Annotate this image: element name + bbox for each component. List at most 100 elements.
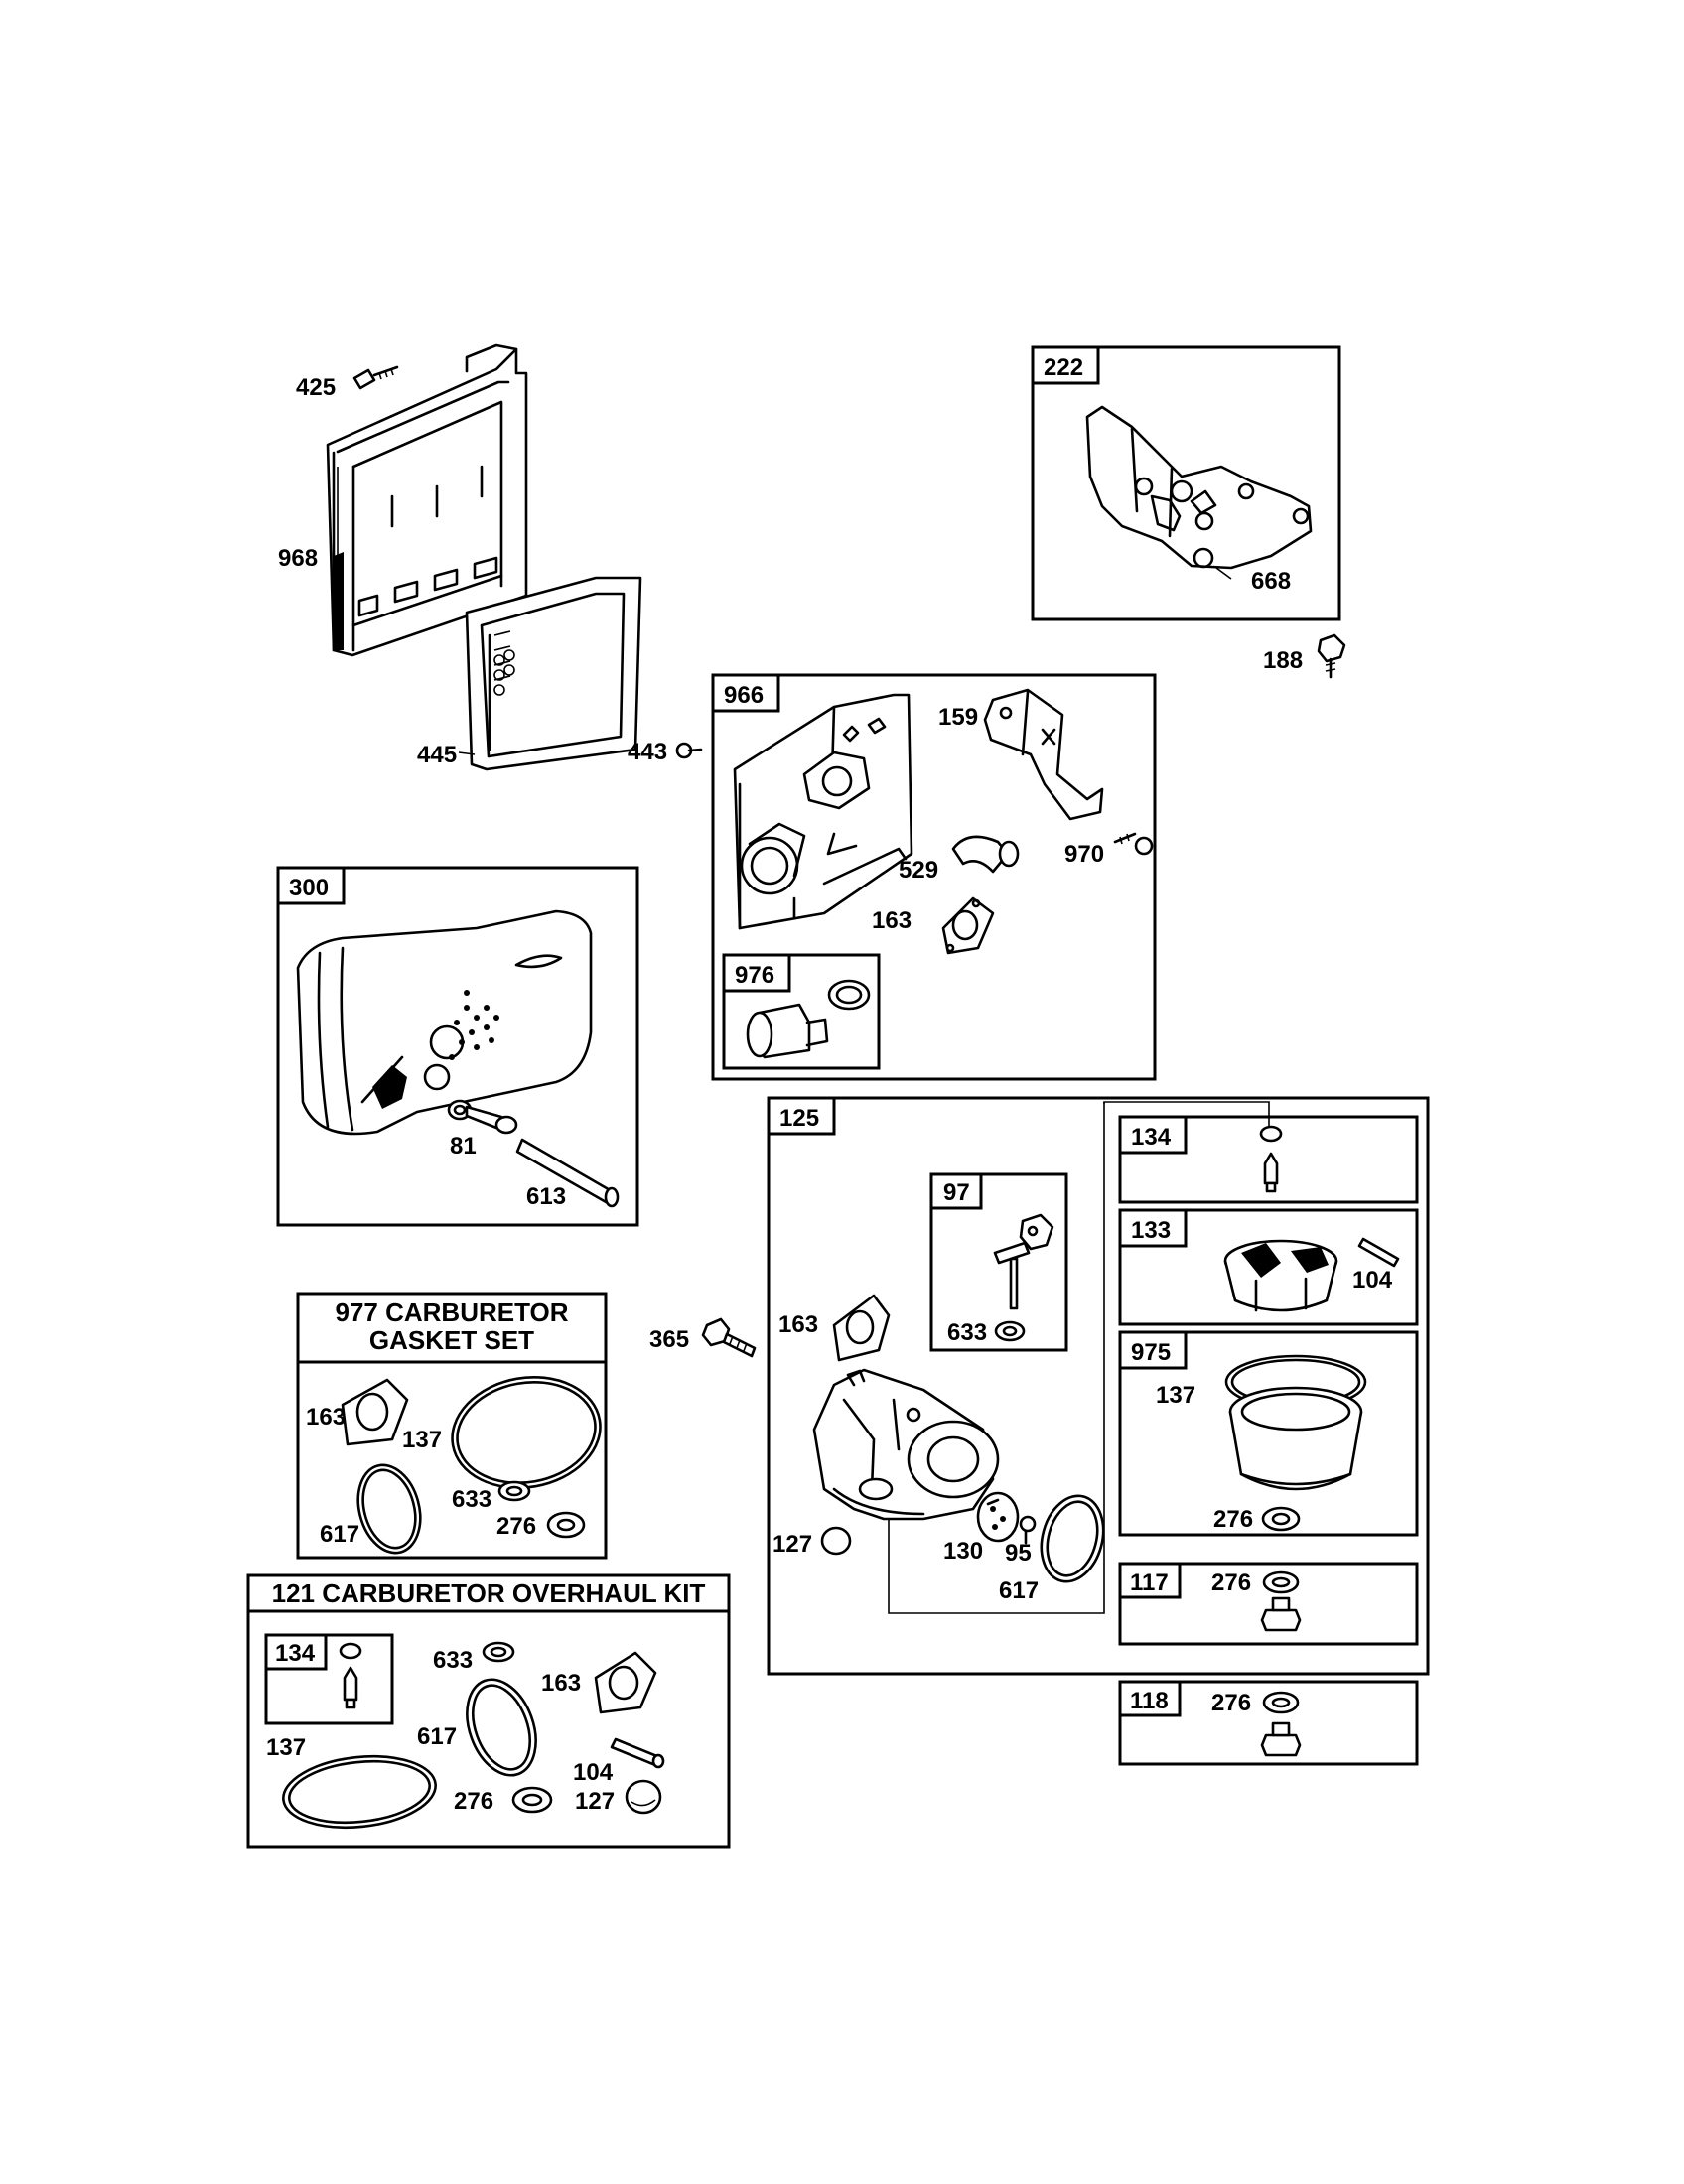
callout-133: 133 — [1131, 1217, 1171, 1244]
callout-276-d: 276 — [496, 1513, 536, 1540]
callout-633-c: 633 — [433, 1647, 473, 1674]
callout-163-c: 163 — [306, 1404, 346, 1431]
callout-617-c: 617 — [417, 1723, 457, 1750]
box-121-overhaul-kit: 121 CARBURETOR OVERHAUL KIT 134 633 163 … — [246, 1573, 731, 1849]
part-159-bracket — [983, 688, 1104, 821]
part-633-washer — [482, 1641, 515, 1663]
callout-137-a: 137 — [1156, 1382, 1195, 1409]
part-276-washer — [1262, 1691, 1300, 1714]
callout-159: 159 — [938, 704, 978, 731]
callout-633-b: 633 — [452, 1486, 491, 1513]
part-130-diaphragm — [976, 1491, 1020, 1543]
part-222-control-bracket — [1085, 405, 1313, 570]
callout-976: 976 — [735, 962, 774, 989]
callout-127-b: 127 — [575, 1788, 615, 1815]
callout-118: 118 — [1130, 1688, 1169, 1714]
part-163-gasket — [341, 1378, 409, 1446]
part-633-washer — [497, 1480, 531, 1502]
callout-95: 95 — [1005, 1540, 1032, 1567]
box-977-gasket-set: 977 CARBURETOR GASKET SET 163 137 617 63… — [296, 1292, 608, 1560]
part-633-washer — [994, 1320, 1026, 1342]
callout-443: 443 — [628, 739, 667, 765]
callout-276-a: 276 — [1213, 1506, 1253, 1533]
callout-163-d: 163 — [541, 1670, 581, 1697]
callout-137-c: 137 — [266, 1734, 306, 1761]
callout-163-b: 163 — [778, 1311, 818, 1338]
callout-613: 613 — [526, 1183, 566, 1210]
part-276-washer — [511, 1786, 553, 1814]
callout-617-b: 617 — [320, 1521, 359, 1548]
callout-163-a: 163 — [872, 907, 912, 934]
part-133-float — [1223, 1239, 1338, 1312]
part-134-needle-valve — [339, 1642, 362, 1709]
box-222: 222 668 — [1031, 345, 1341, 621]
callout-188: 188 — [1263, 647, 1303, 674]
box-118: 118 276 — [1118, 1680, 1419, 1766]
part-117-bowl-nut — [1260, 1596, 1302, 1632]
part-300-muffler — [296, 909, 593, 1136]
callout-276-e: 276 — [454, 1788, 493, 1815]
part-134-needle-valve — [1259, 1125, 1283, 1193]
part-104-pin — [610, 1737, 665, 1769]
callout-968: 968 — [278, 545, 318, 572]
part-970-screw — [1113, 832, 1154, 856]
part-425-bolt — [352, 365, 399, 390]
part-613-stud — [515, 1138, 620, 1208]
part-137-gasket-ring — [451, 1375, 602, 1490]
callout-127-a: 127 — [772, 1531, 812, 1558]
part-975-float-bowl — [1224, 1354, 1367, 1491]
callout-966: 966 — [724, 682, 764, 709]
part-617-o-ring — [1040, 1494, 1105, 1583]
part-617-o-ring — [466, 1678, 537, 1777]
kit-title-977-line2: GASKET SET — [369, 1325, 534, 1355]
callout-104-b: 104 — [573, 1759, 614, 1786]
part-125-carburetor-body — [812, 1368, 1000, 1521]
callout-975: 975 — [1131, 1339, 1171, 1366]
callout-125: 125 — [779, 1105, 819, 1132]
callout-104-a: 104 — [1352, 1267, 1393, 1294]
part-445-air-filter — [465, 576, 642, 771]
part-95-screw — [1019, 1515, 1037, 1545]
callout-276-b: 276 — [1211, 1570, 1251, 1596]
part-276-washer — [1262, 1570, 1300, 1594]
callout-365: 365 — [649, 1326, 689, 1353]
callout-617-a: 617 — [999, 1577, 1039, 1604]
callout-529: 529 — [899, 857, 938, 884]
callout-970: 970 — [1064, 841, 1104, 868]
callout-81: 81 — [450, 1133, 477, 1160]
callout-134-b: 134 — [275, 1640, 316, 1667]
box-300: 300 81 613 — [276, 866, 639, 1227]
callout-134-a: 134 — [1131, 1124, 1172, 1151]
callout-276-c: 276 — [1211, 1690, 1251, 1716]
box-125: 125 97 633 163 — [767, 1096, 1430, 1676]
part-137-gasket-ring — [282, 1754, 437, 1830]
callout-668: 668 — [1251, 568, 1291, 595]
part-443-screw — [675, 742, 703, 759]
part-968-air-cleaner-base — [326, 343, 528, 657]
part-529-hose — [951, 835, 1020, 874]
callout-445: 445 — [417, 742, 457, 768]
part-976-fuel-cup — [746, 979, 871, 1059]
callout-300: 300 — [289, 875, 329, 901]
part-127-plug — [625, 1779, 662, 1815]
part-81-gasket — [447, 1099, 518, 1135]
box-966: 966 159 970 — [711, 673, 1157, 1081]
kit-title-977-line1: 977 CARBURETOR — [335, 1297, 568, 1327]
part-127-plug — [820, 1526, 852, 1556]
callout-130: 130 — [943, 1538, 983, 1565]
kit-title-121: 121 CARBURETOR OVERHAUL KIT — [272, 1578, 706, 1608]
callout-117: 117 — [1130, 1570, 1169, 1596]
part-104-pin — [1357, 1237, 1400, 1268]
part-163-gasket — [832, 1294, 891, 1362]
part-163-gasket — [941, 896, 995, 955]
callout-137-b: 137 — [402, 1427, 442, 1453]
callout-633-a: 633 — [947, 1319, 987, 1346]
part-966-intake-elbow — [733, 693, 913, 930]
callout-425: 425 — [296, 374, 336, 401]
part-276-washer — [546, 1511, 586, 1539]
part-276-washer — [1261, 1506, 1301, 1532]
callout-97: 97 — [943, 1179, 970, 1206]
callout-222: 222 — [1044, 354, 1083, 381]
part-365-screw — [701, 1317, 757, 1358]
